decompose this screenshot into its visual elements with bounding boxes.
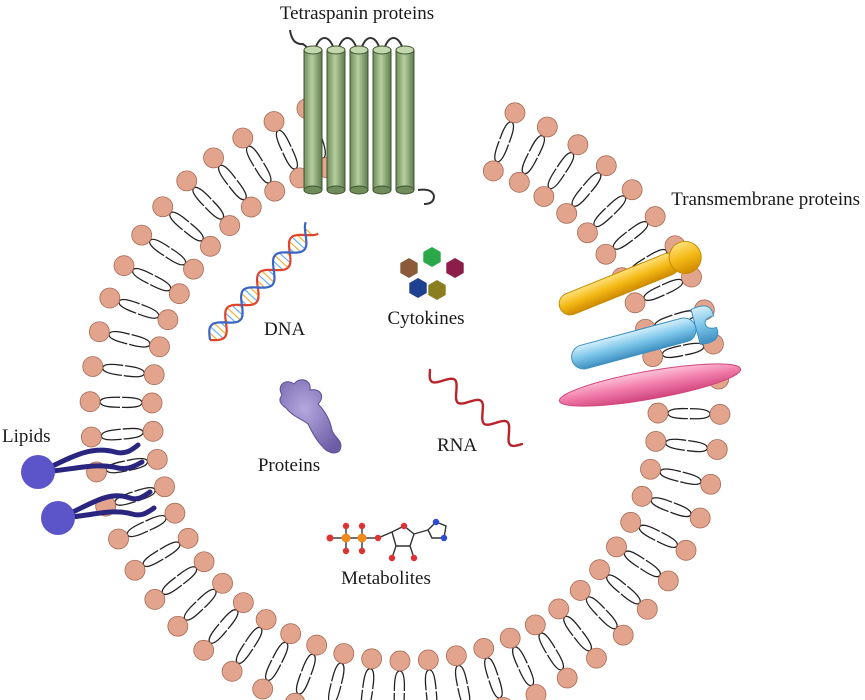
phospholipid bbox=[232, 127, 286, 202]
cytokine-hexagon bbox=[446, 258, 464, 278]
rna-strand-icon bbox=[428, 368, 524, 448]
phospholipid bbox=[389, 650, 411, 700]
proteins-label: Proteins bbox=[258, 455, 320, 476]
phospholipid bbox=[595, 206, 666, 265]
phospholipid bbox=[167, 572, 233, 637]
tetraspanin-protein-icon bbox=[289, 29, 436, 205]
cytokine-hexagon bbox=[428, 280, 446, 300]
lipid-molecule-icon bbox=[21, 442, 157, 535]
phospholipid bbox=[203, 147, 262, 218]
lipids-label: Lipids bbox=[2, 426, 51, 447]
phospholipid bbox=[569, 580, 634, 646]
phospholipid bbox=[620, 511, 697, 561]
transmembrane-proteins-group bbox=[558, 240, 742, 407]
transmembrane-label: Transmembrane proteins bbox=[671, 189, 860, 210]
tetraspanin-label: Tetraspanin proteins bbox=[280, 3, 434, 24]
protein-molecule-icon bbox=[279, 379, 342, 454]
phospholipid bbox=[327, 643, 355, 700]
phospholipid bbox=[640, 458, 722, 495]
phospholipid bbox=[631, 485, 711, 529]
phospholipid bbox=[548, 598, 607, 669]
phospholipid bbox=[252, 623, 302, 700]
phospholipid bbox=[113, 255, 190, 305]
dna-helix-icon bbox=[208, 221, 319, 342]
cytokines-icon bbox=[400, 247, 464, 300]
phospholipid bbox=[524, 614, 578, 689]
phospholipid bbox=[124, 527, 199, 581]
phospholipid bbox=[445, 645, 471, 700]
phospholipid bbox=[533, 134, 589, 207]
yellow-transmembrane-protein-icon bbox=[558, 240, 702, 316]
pink-transmembrane-protein-icon bbox=[558, 363, 742, 407]
dna-label: DNA bbox=[264, 319, 305, 340]
phospholipid bbox=[80, 420, 164, 448]
phospholipid bbox=[108, 502, 186, 550]
phospholipid bbox=[499, 627, 547, 700]
phospholipid bbox=[606, 536, 679, 592]
metabolite-molecule-icon bbox=[326, 518, 448, 562]
phospholipid bbox=[79, 391, 163, 414]
phospholipid bbox=[647, 402, 731, 425]
phospholipid bbox=[152, 196, 221, 257]
phospholipid bbox=[82, 356, 165, 386]
phospholipid bbox=[589, 559, 658, 620]
phospholipid bbox=[577, 179, 643, 244]
phospholipid bbox=[99, 287, 179, 331]
cytokines-label: Cytokines bbox=[387, 308, 464, 329]
phospholipid bbox=[285, 634, 328, 700]
phospholipid bbox=[193, 592, 254, 661]
phospholipid bbox=[360, 648, 383, 700]
metabolites-label: Metabolites bbox=[341, 568, 431, 589]
phospholipid bbox=[473, 638, 511, 700]
cytokine-hexagon bbox=[400, 258, 418, 278]
phospholipid bbox=[144, 551, 215, 610]
rna-label: RNA bbox=[437, 435, 477, 456]
cytokine-hexagon bbox=[409, 278, 427, 298]
phospholipid bbox=[131, 224, 204, 280]
phospholipid bbox=[482, 102, 526, 182]
cytokine-hexagon bbox=[423, 247, 441, 267]
phospholipid bbox=[508, 116, 558, 193]
phospholipid bbox=[417, 649, 439, 700]
phospholipid bbox=[556, 155, 617, 224]
phospholipid bbox=[176, 170, 241, 236]
blue-transmembrane-protein-icon bbox=[571, 305, 719, 370]
phospholipid bbox=[221, 609, 277, 682]
phospholipid bbox=[645, 430, 728, 460]
phospholipid bbox=[88, 321, 170, 358]
